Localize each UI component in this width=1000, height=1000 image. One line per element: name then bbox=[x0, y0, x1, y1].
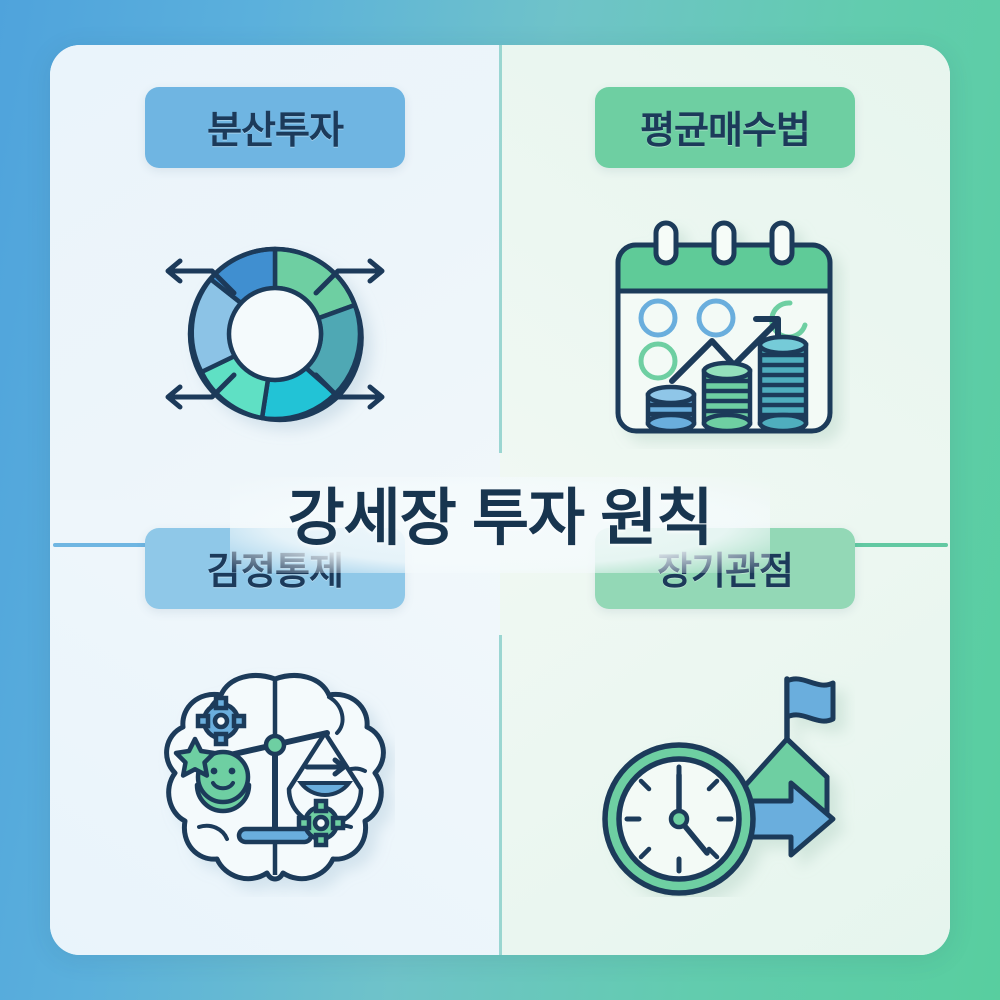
clock-arrow-flag-icon bbox=[500, 609, 950, 955]
quadrant-label-dollar-cost-averaging: 평균매수법 bbox=[595, 87, 855, 168]
quadrant-emotional-control[interactable]: 감정통제 bbox=[50, 500, 500, 955]
center-title-backdrop bbox=[230, 477, 770, 573]
calendar-coins-growth-icon bbox=[500, 168, 950, 500]
quadrant-dollar-cost-averaging[interactable]: 평균매수법 bbox=[500, 45, 950, 500]
donut-chart-expand-icon bbox=[50, 168, 500, 500]
quadrant-label-diversification: 분산투자 bbox=[145, 87, 405, 168]
page-title: 강세장 투자 원칙 bbox=[287, 484, 714, 553]
infographic-card: 분산투자 bbox=[50, 45, 950, 955]
quadrant-diversification[interactable]: 분산투자 bbox=[50, 45, 500, 500]
vertical-divider-top bbox=[499, 45, 502, 453]
vertical-divider-bottom bbox=[499, 635, 502, 955]
brain-balance-scale-icon bbox=[50, 609, 500, 955]
